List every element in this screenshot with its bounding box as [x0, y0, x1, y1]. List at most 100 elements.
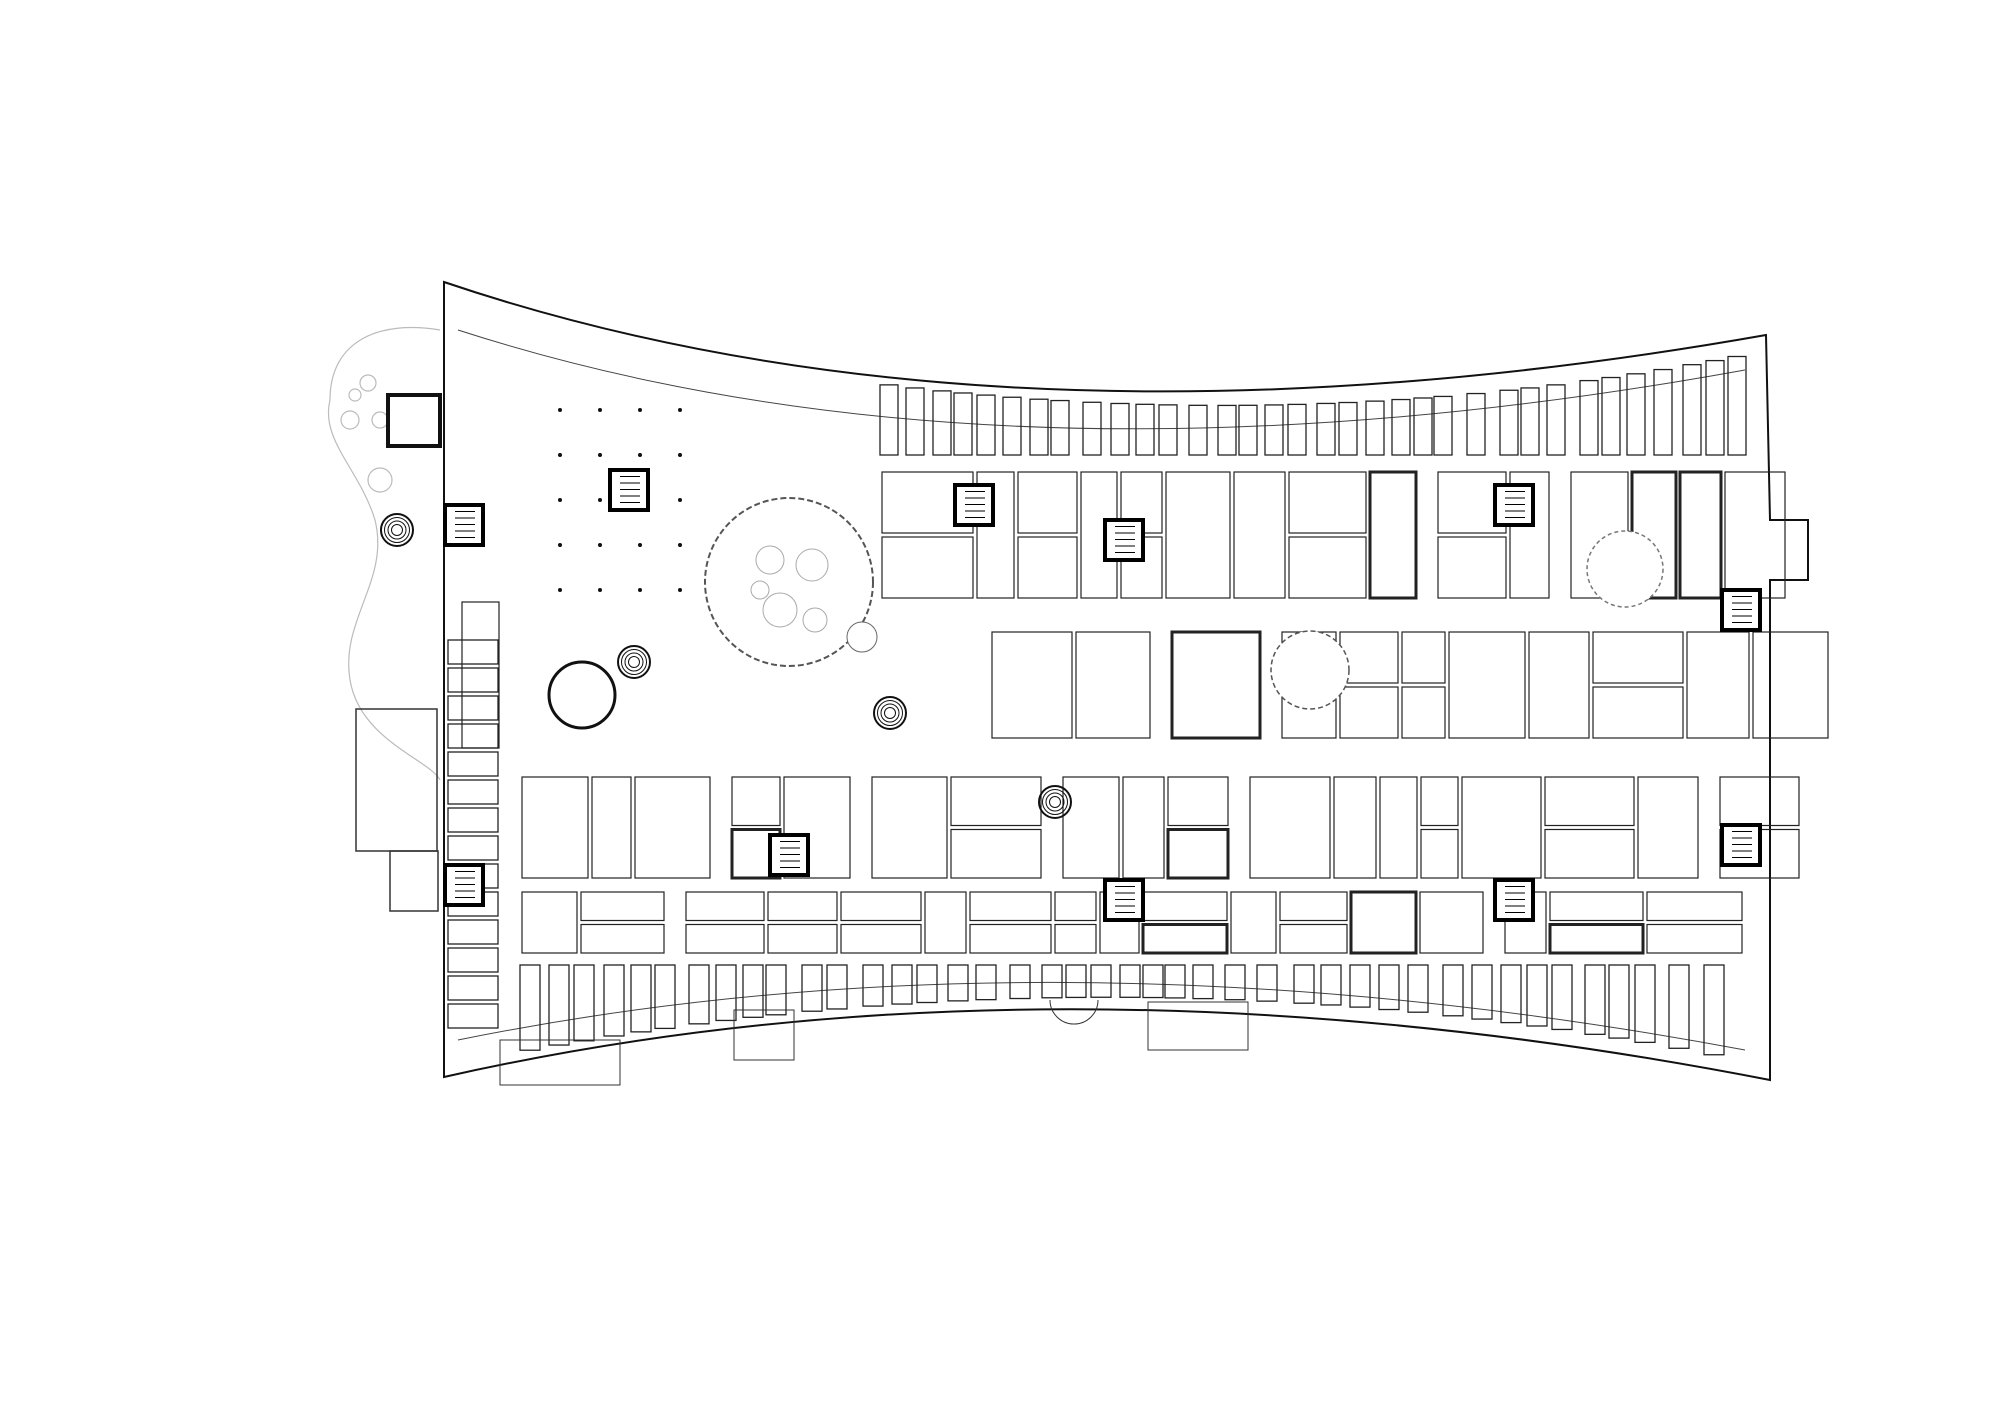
room [1391, 398, 1411, 456]
room [801, 964, 823, 1012]
room [1437, 536, 1507, 599]
room [1165, 471, 1231, 599]
room [1166, 828, 1230, 880]
spiral-stair [387, 520, 407, 540]
room [1461, 776, 1542, 879]
room [1167, 776, 1229, 827]
column [638, 453, 642, 457]
column [678, 453, 682, 457]
room [603, 964, 625, 1037]
room [881, 536, 974, 599]
room [1188, 404, 1208, 456]
spiral-stair [391, 524, 403, 536]
room [1499, 389, 1519, 456]
room [573, 964, 595, 1042]
spiral-stair [621, 649, 647, 675]
room [1678, 470, 1723, 600]
room [1233, 471, 1286, 599]
room [1420, 776, 1459, 827]
room [1637, 776, 1699, 879]
room [1419, 891, 1484, 954]
room [767, 923, 838, 954]
room [591, 776, 632, 879]
room [1122, 776, 1165, 879]
room [932, 390, 952, 456]
room [1592, 631, 1684, 684]
room [1365, 400, 1385, 456]
column [598, 408, 602, 412]
room [1546, 384, 1566, 456]
room [1668, 964, 1690, 1049]
room [447, 1003, 499, 1029]
room [1316, 402, 1336, 456]
room [1705, 359, 1725, 456]
column [598, 588, 602, 592]
bottom-bay-window [1049, 999, 1099, 1025]
spiral-stair [617, 645, 651, 679]
room [1528, 631, 1590, 739]
room [521, 776, 589, 879]
pavilion [386, 393, 442, 448]
room [1217, 404, 1237, 456]
room [447, 779, 499, 805]
room [447, 723, 499, 749]
stair-core [608, 468, 650, 512]
room [1471, 964, 1493, 1020]
spiral-stair [624, 652, 644, 672]
room [1090, 964, 1112, 998]
room [1333, 776, 1377, 879]
room [924, 891, 967, 954]
room [1466, 392, 1486, 456]
room [548, 964, 570, 1046]
room [1646, 891, 1743, 922]
spiral-stair [380, 513, 414, 547]
room [969, 891, 1052, 922]
room [630, 964, 652, 1033]
room [1135, 403, 1155, 456]
room [1509, 471, 1550, 599]
spiral-stair [873, 696, 907, 730]
column [598, 498, 602, 502]
room [447, 695, 499, 721]
room [1626, 373, 1646, 456]
column [598, 453, 602, 457]
room [840, 891, 922, 922]
room [715, 964, 737, 1022]
atrium-side-circle [846, 621, 878, 653]
room [1526, 964, 1548, 1027]
room [1349, 890, 1418, 955]
room [1584, 964, 1606, 1035]
room [1082, 401, 1102, 456]
room [1230, 891, 1277, 954]
room [1062, 776, 1120, 879]
room [447, 835, 499, 861]
landscape-trees [340, 374, 393, 493]
room [765, 964, 787, 1016]
room [767, 891, 838, 922]
room [1703, 964, 1725, 1056]
room [634, 776, 711, 879]
room [862, 964, 884, 1007]
room [1401, 631, 1446, 684]
room [1407, 964, 1429, 1013]
room [1158, 404, 1178, 456]
room [1433, 395, 1453, 456]
room [1368, 470, 1418, 600]
room [1601, 376, 1621, 456]
room [1054, 891, 1097, 922]
room [1192, 964, 1214, 1000]
room [991, 631, 1073, 739]
room [1320, 964, 1342, 1006]
bottom-annex [1147, 1001, 1249, 1051]
spiral-stair [1038, 785, 1072, 819]
column [558, 408, 562, 412]
room [1646, 923, 1743, 954]
room [783, 776, 851, 879]
column [558, 453, 562, 457]
column [558, 543, 562, 547]
room [1634, 964, 1656, 1044]
column [678, 543, 682, 547]
room [1009, 964, 1031, 1000]
atrium-circle [704, 497, 874, 667]
